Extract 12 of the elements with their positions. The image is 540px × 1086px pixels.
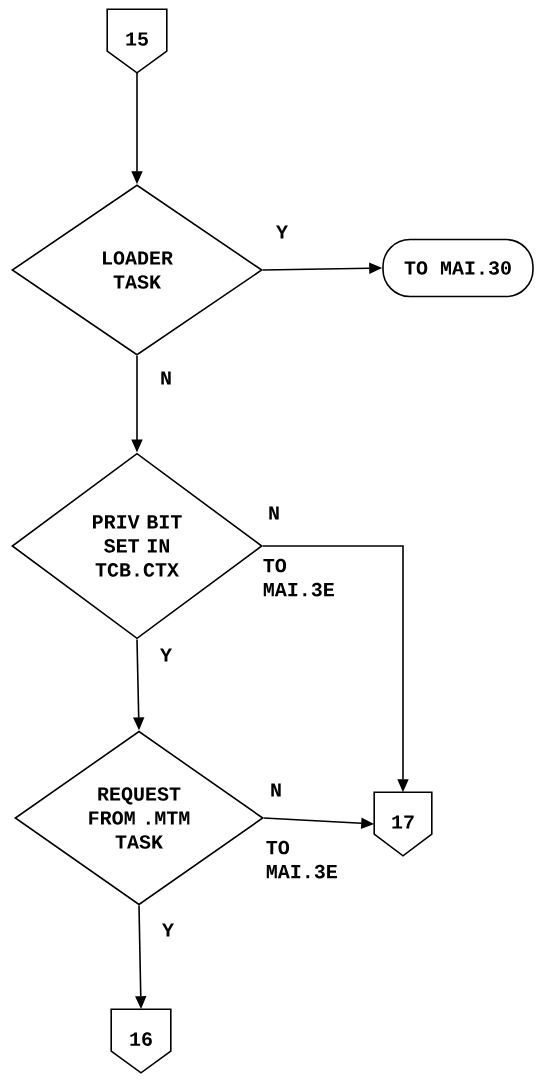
edge-label: N [159,370,173,386]
note-text: TO MAI.3E [263,558,334,597]
edge-label: Y [159,647,173,663]
terminal-box: TO MAI.30 [382,238,534,298]
edge-label: Y [161,922,175,938]
edge-label: N [269,782,283,798]
off-page-connector: 17 [373,791,433,857]
edge-label: N [267,505,281,521]
note-text: TO MAI.3E [266,840,337,879]
off-page-connector: 15 [106,8,168,74]
edge-label: Y [275,224,289,240]
off-page-connector: 16 [110,1008,172,1074]
